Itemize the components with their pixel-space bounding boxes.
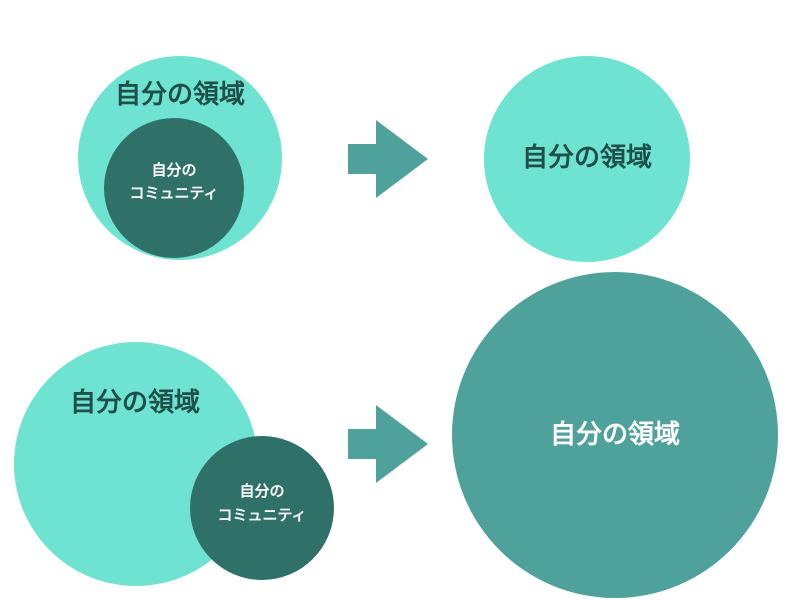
top-community-circle: [104, 118, 244, 258]
top-arrow-icon: [348, 120, 428, 198]
top-result-label: 自分の領域: [521, 143, 652, 173]
bottom-community-label: 自分の コミュニティ: [198, 482, 326, 524]
bottom-community-circle: [190, 436, 334, 580]
bottom-community-label-line1: 自分の: [239, 482, 285, 500]
top-result-circle: [484, 56, 690, 262]
bottom-community-label-line2: コミュニティ: [217, 506, 307, 524]
top-self-domain-label: 自分の領域: [114, 80, 245, 110]
bottom-self-domain-label: 自分の領域: [69, 388, 200, 418]
bottom-result-label: 自分の領域: [549, 420, 680, 450]
bottom-arrow-icon: [348, 405, 428, 483]
top-community-label: 自分の コミュニティ: [110, 161, 238, 202]
bottom-result-circle: [452, 272, 778, 598]
top-community-label-line1: 自分の: [151, 161, 197, 179]
top-community-label-line2: コミュニティ: [129, 184, 219, 202]
